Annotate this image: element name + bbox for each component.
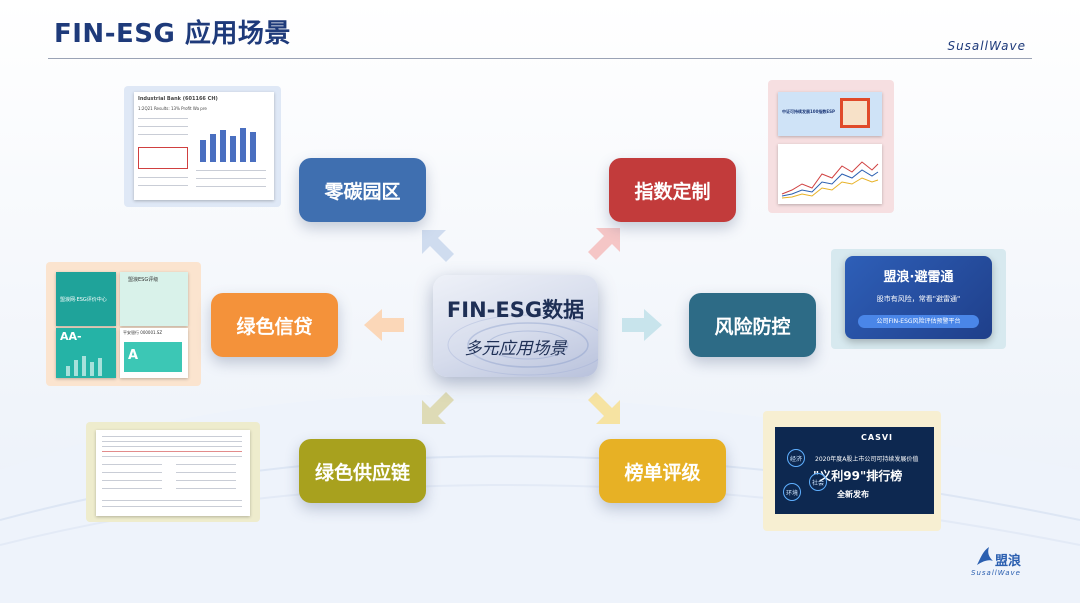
- doc-line: [176, 472, 236, 473]
- report-highlight-box: [138, 147, 188, 169]
- stock-label: 平安银行 000001.SZ: [123, 330, 163, 335]
- doc-line-highlight: [102, 451, 242, 452]
- scenario-ranking-button[interactable]: 榜单评级: [599, 439, 726, 503]
- index-chart-lines: [781, 161, 879, 199]
- scenario-risk-control-button[interactable]: 风险防控: [689, 293, 816, 357]
- grade-2: A: [128, 348, 139, 363]
- green-credit-stock-panel: 平安银行 000001.SZ A: [120, 328, 188, 378]
- scenario-green-credit-button[interactable]: 绿色信贷: [211, 293, 338, 357]
- risk-tagline: 股市有风险，常看"避雷通": [876, 295, 961, 303]
- ranking-poster: CASVI 2020年度A股上市公司可持续发展价值 "义利99"排行榜 全新发布…: [775, 427, 934, 514]
- index-banner-text: 中证可持续发展100指数ESP: [782, 109, 835, 114]
- logo-tagline: SusallWave: [971, 569, 1021, 577]
- doc-line: [102, 464, 162, 465]
- ranking-tag-social: 社会: [809, 473, 827, 491]
- doc-line: [176, 464, 236, 465]
- report-line: [196, 170, 266, 171]
- site-title: 盟浪网·ESG评价中心: [60, 297, 107, 303]
- index-banner: 中证可持续发展100指数ESP: [778, 92, 882, 136]
- green-credit-grade-panel: AA-: [56, 328, 116, 378]
- grade-1: AA-: [60, 330, 82, 343]
- report-page: Industrial Bank (601166 CH) 1:2Q21 Resul…: [134, 92, 274, 200]
- report-line: [138, 177, 188, 178]
- report-subtitle: 1:2Q21 Results: 13% Profit Wa pre: [138, 106, 207, 111]
- index-line-chart: [778, 144, 882, 204]
- swirl-decoration: [447, 314, 598, 376]
- center-title: FIN-ESG数据: [446, 297, 585, 322]
- doc-line: [102, 500, 242, 501]
- title-divider: [48, 58, 1032, 59]
- risk-control-banner: 盟浪·避雷通 股市有风险，常看"避雷通" 公司FIN-ESG风险评估预警平台: [845, 256, 992, 339]
- report-line: [138, 185, 188, 186]
- report-line: [138, 134, 188, 135]
- green-credit-thumbnail: 盟浪网·ESG评价中心 盟浪ESG评级 AA- 平安银行 000001.SZ A: [46, 262, 201, 386]
- arrow-to-green-credit-icon: [364, 309, 404, 341]
- scenario-zero-carbon-button[interactable]: 零碳园区: [299, 158, 426, 222]
- doc-line: [176, 480, 236, 481]
- report-line: [196, 186, 266, 187]
- report-line: [138, 126, 188, 127]
- doc-line: [102, 446, 242, 447]
- ranking-subtitle: 2020年度A股上市公司可持续发展价值: [815, 456, 919, 463]
- ranking-org: CASVI: [861, 433, 893, 442]
- doc-line: [176, 488, 236, 489]
- report-line: [196, 178, 266, 179]
- arrow-to-index-custom-icon: [588, 228, 620, 260]
- grade-bars: [66, 356, 102, 376]
- report-title: Industrial Bank (601166 CH): [138, 96, 218, 102]
- risk-platform-button: 公司FIN-ESG风险评估预警平台: [858, 315, 979, 328]
- supply-doc-page: [96, 430, 250, 516]
- ranking-tag-economy: 经济: [787, 449, 805, 467]
- ranking-release: 全新发布: [837, 490, 869, 499]
- wave-logo-icon: [977, 547, 993, 565]
- risk-title: 盟浪·避雷通: [883, 270, 954, 285]
- grade-2-box: A: [124, 342, 182, 372]
- doc-line: [102, 436, 242, 437]
- doc-line: [102, 456, 242, 457]
- ranking-headline: "义利99"排行榜: [813, 469, 903, 483]
- green-credit-site: 盟浪网·ESG评价中心: [56, 272, 116, 326]
- doc-line: [102, 488, 162, 489]
- brand-wordmark: SusallWave: [947, 39, 1026, 53]
- page-title: FIN-ESG 应用场景: [54, 19, 291, 49]
- index-banner-graphic: [840, 98, 870, 128]
- arrow-to-green-supply-icon: [422, 392, 454, 424]
- scenario-green-supply-button[interactable]: 绿色供应链: [299, 439, 426, 503]
- report-bar-chart: [200, 128, 256, 162]
- doc-line: [102, 441, 242, 442]
- center-subtitle: 多元应用场景: [464, 338, 567, 359]
- center-hub: FIN-ESG数据 多元应用场景: [433, 275, 598, 377]
- index-custom-thumbnail: 中证可持续发展100指数ESP: [768, 80, 894, 213]
- zero-carbon-thumbnail: Industrial Bank (601166 CH) 1:2Q21 Resul…: [124, 86, 281, 207]
- arrow-to-risk-control-icon: [622, 309, 662, 341]
- logo-name: 盟浪: [995, 554, 1022, 569]
- green-supply-thumbnail: [86, 422, 260, 522]
- ranking-tag-environment: 环境: [783, 483, 801, 501]
- report-line: [138, 118, 188, 119]
- doc-line: [102, 480, 162, 481]
- scenario-index-custom-button[interactable]: 指数定制: [609, 158, 736, 222]
- doc-line: [102, 472, 162, 473]
- doc-line: [102, 506, 242, 507]
- green-credit-tab: 盟浪ESG评级: [120, 272, 188, 326]
- tab-label: 盟浪ESG评级: [128, 277, 159, 283]
- arrow-to-ranking-icon: [588, 392, 620, 424]
- arrow-to-zero-carbon-icon: [422, 230, 454, 262]
